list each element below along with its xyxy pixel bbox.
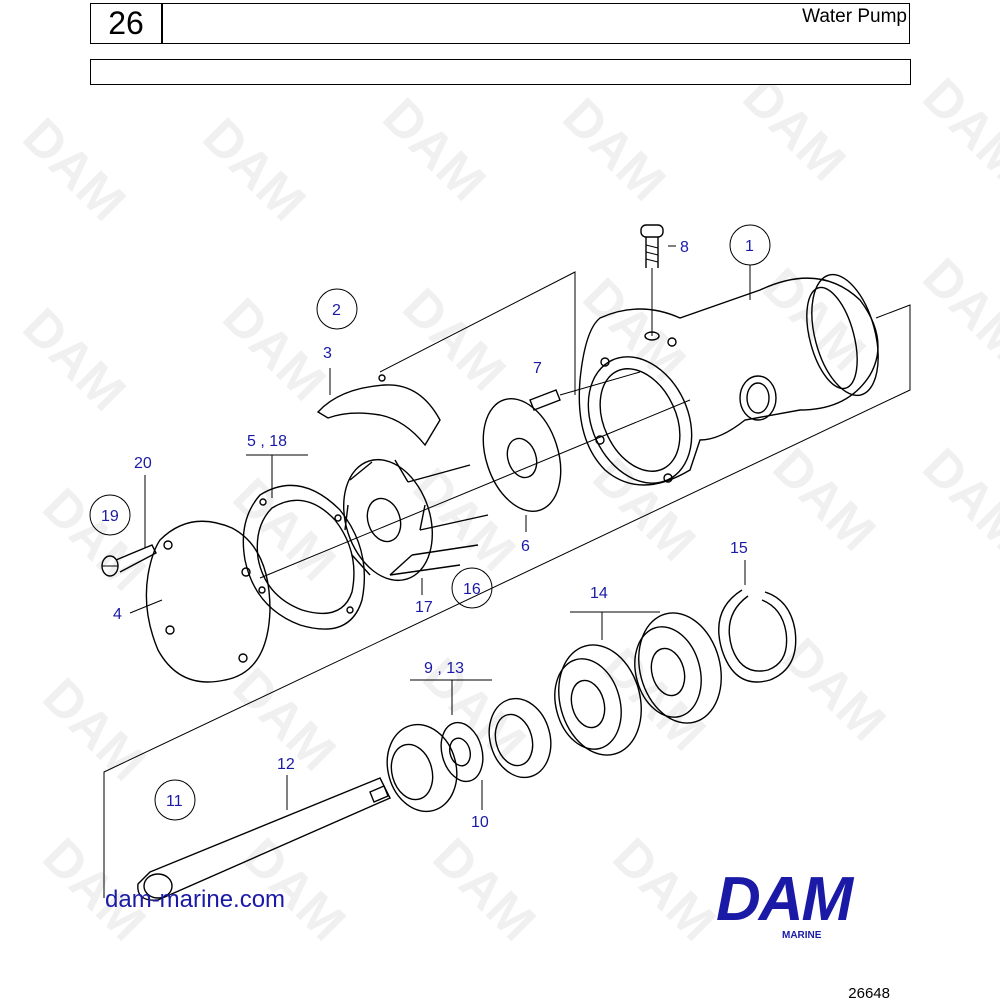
callout-19: 19 xyxy=(101,508,119,525)
callout-circle-1 xyxy=(729,224,771,266)
callout-circle-11 xyxy=(154,779,196,821)
callout-5-18: 5 , 18 xyxy=(247,433,287,450)
callout-4: 4 xyxy=(113,606,122,623)
circlip-15 xyxy=(718,589,797,683)
cam-3 xyxy=(316,374,441,447)
callout-11: 11 xyxy=(166,793,183,810)
callout-3: 3 xyxy=(323,345,332,362)
subheader-bar xyxy=(90,59,911,85)
dam-marine-logo: DAM MARINE xyxy=(716,865,896,942)
callout-16: 16 xyxy=(463,581,481,598)
callout-circle-16 xyxy=(451,567,493,609)
screw-8 xyxy=(640,224,664,336)
screw-20 xyxy=(101,544,157,577)
frame-outline xyxy=(103,304,911,898)
bearings-14 xyxy=(554,612,722,756)
callout-20: 20 xyxy=(134,455,152,472)
callout-14: 14 xyxy=(590,585,608,602)
axis-line xyxy=(259,399,691,579)
leader-lines xyxy=(129,245,751,810)
spacer-10 xyxy=(440,721,484,783)
impeller-17 xyxy=(342,458,489,582)
callout-17: 17 xyxy=(415,599,433,616)
logo-text: DAM xyxy=(716,865,853,934)
callout-9-13: 9 , 13 xyxy=(424,660,464,677)
seal-ring-9-13 xyxy=(488,697,552,779)
callout-circle-19 xyxy=(89,494,131,536)
section-title: Water Pump xyxy=(802,6,907,27)
pump-housing xyxy=(578,273,879,486)
figure-number: 26648 xyxy=(848,985,890,1002)
pin-7 xyxy=(529,371,641,411)
section-number: 26 xyxy=(90,3,162,44)
website-link[interactable]: dam-marine.com xyxy=(105,886,286,913)
callout-12: 12 xyxy=(277,756,295,773)
callout-15: 15 xyxy=(730,540,748,557)
shaft-12 xyxy=(137,777,391,901)
callout-7: 7 xyxy=(533,360,542,377)
callout-10: 10 xyxy=(471,814,489,831)
logo-subtext: MARINE xyxy=(782,930,822,941)
callout-2: 2 xyxy=(332,302,341,319)
callout-6: 6 xyxy=(521,538,530,555)
wear-plate-6 xyxy=(482,398,562,512)
section-title-box: Water Pump xyxy=(162,3,910,44)
callout-circle-2 xyxy=(316,288,358,330)
seal-9-13 xyxy=(386,723,458,813)
cover-4 xyxy=(145,520,271,683)
gasket-5-18 xyxy=(242,484,366,630)
callout-1: 1 xyxy=(745,238,754,255)
callout-8: 8 xyxy=(680,239,689,256)
